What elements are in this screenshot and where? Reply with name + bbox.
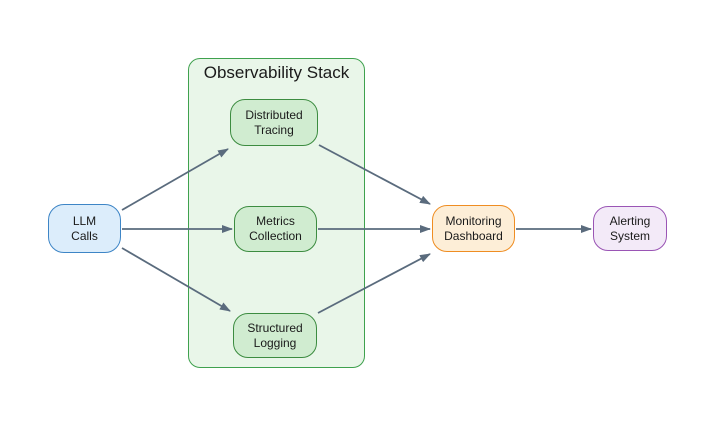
node-label-line: System [609,228,650,243]
node-distributed-tracing: Distributed Tracing [230,99,318,146]
node-label-line: Tracing [254,122,294,137]
node-metrics-collection: Metrics Collection [234,206,317,252]
node-label-line: Logging [253,335,297,350]
group-title: Observability Stack [203,63,350,82]
node-label-line: Collection [249,229,302,243]
node-label-line: Structured [247,320,303,335]
node-monitoring-dashboard: Monitoring Dashboard [432,205,515,252]
node-label-line: Dashboard [444,228,503,243]
node-label-line: Calls [71,228,98,243]
node-label-line: Distributed [245,107,303,122]
node-label-line: Alerting [609,213,651,228]
node-label-line: Monitoring [445,213,502,228]
node-structured-logging: Structured Logging [233,313,317,358]
node-label-line: LLM [72,213,97,228]
node-label-line: Metrics [256,214,295,228]
node-alerting-system: Alerting System [593,206,667,251]
node-llm-calls: LLM Calls [48,204,121,253]
